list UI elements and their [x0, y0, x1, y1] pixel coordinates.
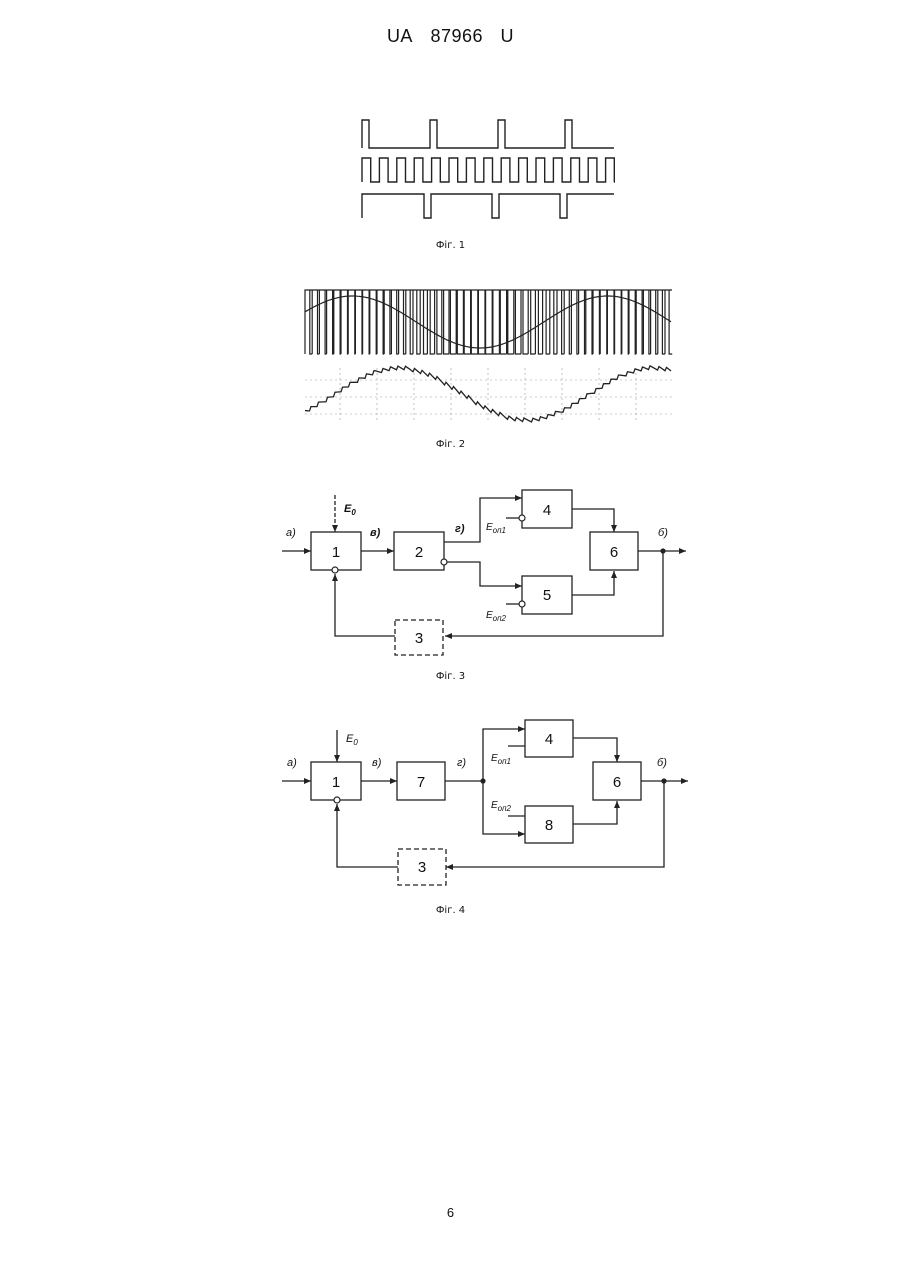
fig3-input-label: а): [286, 527, 296, 539]
fig2-waveform-diagram: [0, 282, 901, 430]
fig4-ref-e0: E0: [346, 733, 358, 747]
fig2-caption: Фіг. 2: [0, 439, 901, 450]
fig1-trace-bottom: [362, 194, 614, 218]
fig3-block-4-ref-input: [519, 515, 525, 521]
fig4-mid-label-2: г): [457, 757, 466, 769]
fig4-ref-eon1: Eоп1: [491, 753, 511, 766]
fig4-output-label: б): [657, 757, 667, 769]
fig4-block-diagram: а) E0 1 в) 7 г) 4 Eоп1 8 Eоп2 6 б) 3: [0, 710, 901, 900]
fig3-block-2-inverted-output: [441, 559, 447, 565]
fig3-block-diagram: а) E0 1 в) 2 г) 4 Eоп1 5 Eоп2 6 б) 3: [0, 480, 901, 670]
fig3-mid-label-2: г): [455, 523, 465, 535]
fig3-block-1-inverting-input: [332, 567, 338, 573]
fig1-pulse-diagram: [0, 110, 901, 225]
fig1-trace-top: [362, 120, 614, 148]
fig3-block-5-ref-input: [519, 601, 525, 607]
fig3-block-1-label: 1: [332, 544, 340, 561]
fig3-block-3-label: 3: [415, 630, 423, 647]
fig4-block-4-label: 4: [545, 731, 553, 748]
fig1-trace-middle: [362, 158, 614, 182]
doc-prefix: UA: [387, 26, 413, 46]
fig3-block-2-label: 2: [415, 544, 423, 561]
fig2-reference-sine: [305, 296, 671, 348]
document-header: UA 87966 U: [0, 26, 901, 47]
fig3-block-4-label: 4: [543, 502, 551, 519]
fig4-input-label: а): [287, 757, 297, 769]
fig3-block-6-label: 6: [610, 544, 618, 561]
fig3-output-label: б): [658, 527, 668, 539]
fig4-mid-label-1: в): [372, 757, 382, 769]
fig4-block-7-label: 7: [417, 774, 425, 791]
fig3-ref-e0: E0: [344, 503, 356, 517]
fig4-block-8-label: 8: [545, 817, 553, 834]
doc-number: 87966: [430, 26, 483, 46]
fig4-block-1-inverting-input: [334, 797, 340, 803]
fig4-block-6-label: 6: [613, 774, 621, 791]
fig4-ref-eon2: Eоп2: [491, 800, 512, 813]
fig1-caption: Фіг. 1: [0, 240, 901, 251]
fig2-grid: [305, 368, 672, 422]
fig3-mid-label-1: в): [370, 527, 381, 539]
fig3-ref-eon1: Eоп1: [486, 522, 506, 535]
doc-suffix: U: [501, 26, 515, 46]
fig4-block-3-label: 3: [418, 859, 426, 876]
fig3-caption: Фіг. 3: [0, 671, 901, 682]
fig3-ref-eon2: Eоп2: [486, 610, 507, 623]
fig4-block-1-label: 1: [332, 774, 340, 791]
page-number: 6: [0, 1205, 901, 1220]
fig2-pwm-trace: [305, 290, 672, 354]
fig3-block-5-label: 5: [543, 587, 551, 604]
fig4-caption: Фіг. 4: [0, 905, 901, 916]
